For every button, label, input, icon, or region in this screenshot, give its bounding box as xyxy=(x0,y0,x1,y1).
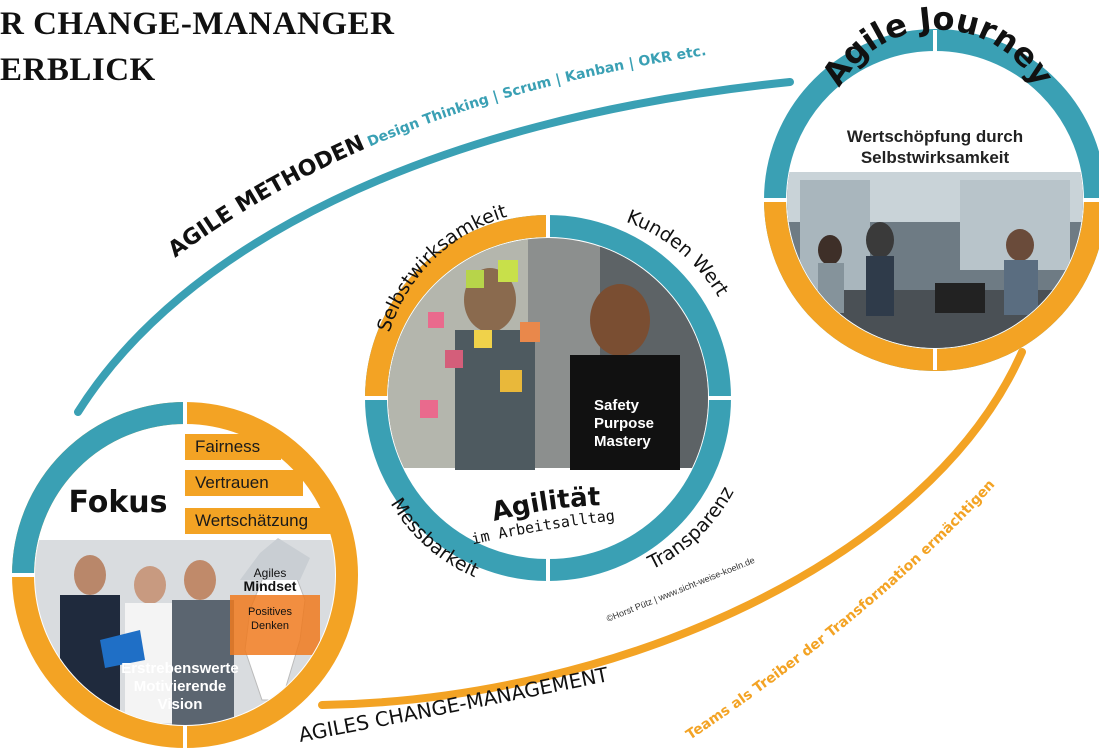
journey-line1: Wertschöpfung durch xyxy=(847,127,1023,146)
fokus-title: Fokus xyxy=(68,485,167,520)
agility-circle: Safety Purpose Mastery Agilität im Arbei… xyxy=(364,214,732,582)
photo-text-purpose: Purpose xyxy=(594,415,654,432)
vision-line1: Erstrebenswerte xyxy=(121,660,239,677)
value-wertschaetzung: Wertschätzung xyxy=(185,508,335,534)
iceberg-tip xyxy=(240,538,310,580)
photo-text-safety: Safety xyxy=(594,397,640,414)
page-title-line1: R CHANGE-MANANGER xyxy=(0,6,395,42)
change-management-arc xyxy=(318,348,1026,709)
vision-line3: Vision xyxy=(158,696,203,713)
fokus-circle: Agiles Mindset Positives Denken Fokus Er… xyxy=(11,401,358,749)
office-photo xyxy=(787,172,1083,348)
iceberg-denken: Denken xyxy=(251,620,289,632)
iceberg-mindset: Mindset xyxy=(244,578,297,594)
page-title-line2: ERBLICK xyxy=(0,52,156,88)
value-vertrauen: Vertrauen xyxy=(185,470,303,496)
agile-journey-circle: Agile Journey Wertschöpfung durch Selbst… xyxy=(763,0,1099,371)
agile-methods-arc xyxy=(74,78,794,416)
iceberg-agiles: Agiles xyxy=(254,566,287,580)
team-photo xyxy=(388,238,708,470)
journey-line2: Selbstwirksamkeit xyxy=(861,148,1010,167)
vision-line2: Motivierende xyxy=(134,678,227,695)
value-fairness: Fairness xyxy=(185,434,281,460)
iceberg-positives: Positives xyxy=(248,606,293,618)
photo-text-mastery: Mastery xyxy=(594,433,651,450)
